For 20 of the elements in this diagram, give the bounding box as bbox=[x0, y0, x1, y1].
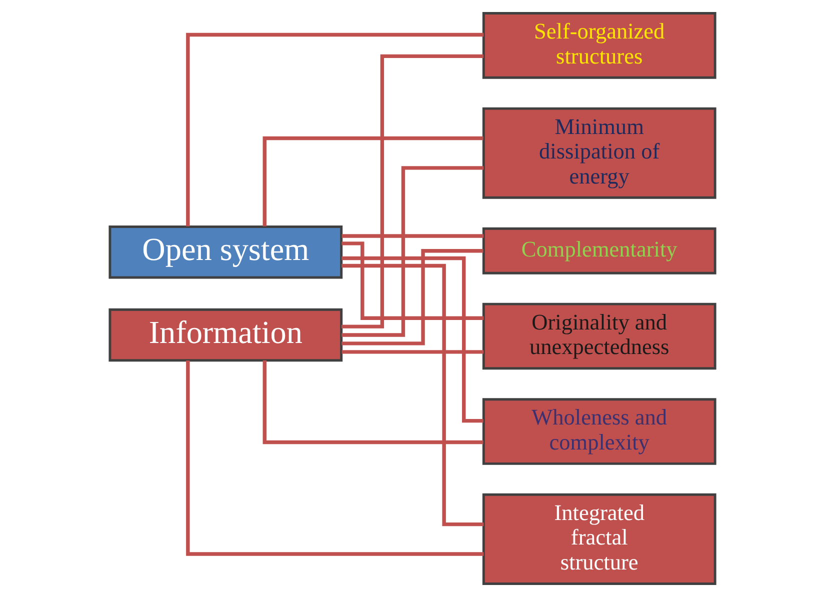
connector bbox=[341, 264, 484, 526]
connector bbox=[341, 256, 483, 423]
node-box: Self-organized structures bbox=[482, 12, 716, 79]
node-box: Complementarity bbox=[482, 227, 716, 274]
connector bbox=[340, 54, 483, 328]
connector bbox=[262, 136, 483, 226]
node-box: Originality and unexpectedness bbox=[482, 302, 716, 370]
connector bbox=[262, 360, 483, 444]
connector bbox=[341, 350, 484, 354]
node-box: Open system bbox=[108, 226, 342, 279]
connector bbox=[341, 242, 484, 320]
node-box: Wholeness and complexity bbox=[482, 398, 716, 465]
connector bbox=[186, 32, 484, 226]
node-box: Minimum dissipation of energy bbox=[482, 107, 716, 199]
node-box: Information bbox=[108, 308, 342, 362]
connector bbox=[341, 234, 484, 238]
connector bbox=[341, 166, 484, 337]
connector bbox=[341, 249, 483, 346]
node-box: Integrated fractal structure bbox=[482, 493, 716, 585]
connector bbox=[186, 360, 484, 556]
